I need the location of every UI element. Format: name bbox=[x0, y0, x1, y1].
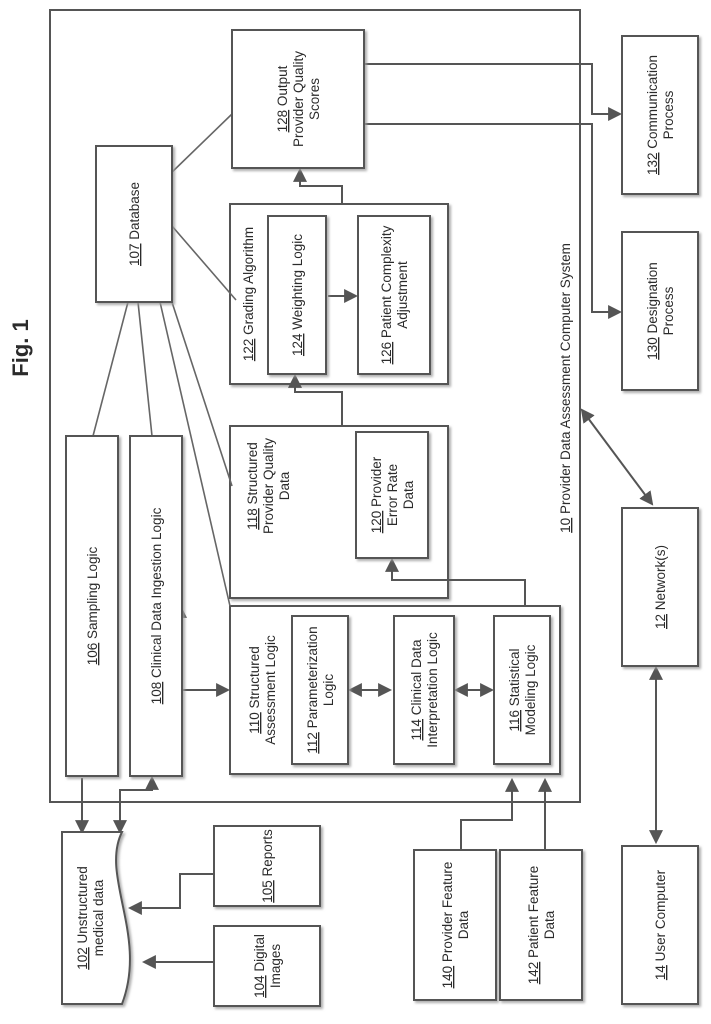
connector-db-output bbox=[168, 114, 232, 176]
svg-text:116 StatisticalModeling Logic: 116 StatisticalModeling Logic bbox=[507, 644, 538, 735]
svg-text:107 Database: 107 Database bbox=[127, 182, 142, 266]
structured-assess-label: 110 StructuredAssessment Logic bbox=[247, 635, 278, 745]
communication-process-box bbox=[622, 36, 698, 194]
reports-label: 105 Reports bbox=[260, 829, 275, 903]
interpretation-label: 114 Clinical DataInterpretation Logic bbox=[409, 632, 440, 748]
database-label: 107 Database bbox=[127, 182, 142, 266]
svg-text:106 Sampling Logic: 106 Sampling Logic bbox=[85, 546, 100, 665]
arrow-provider-feature-statistical bbox=[461, 780, 512, 850]
weighting-label: 124 Weighting Logic bbox=[290, 234, 305, 356]
statistical-modeling-box bbox=[494, 616, 550, 764]
parameterization-logic-box bbox=[292, 616, 348, 764]
svg-text:10 Provider Data: 10 Provider Data Assessment Computer Sys… bbox=[558, 243, 573, 533]
statistical-label: 116 StatisticalModeling Logic bbox=[507, 644, 538, 735]
interpretation-logic-box bbox=[394, 616, 454, 764]
patient-feature-box bbox=[500, 850, 582, 1000]
connector-db-sampling bbox=[93, 302, 128, 436]
sampling-label: 106 Sampling Logic bbox=[85, 546, 100, 665]
svg-text:14 User Computer: 14 User Computer bbox=[653, 869, 668, 980]
user-computer-label: 14 User Computer bbox=[653, 869, 668, 980]
svg-text:108 Clinical Data Ingestion Lo: 108 Clinical Data Ingestion Logic bbox=[149, 507, 164, 704]
svg-text:102 Unstructuredmedical data: 102 Unstructuredmedical data bbox=[75, 866, 106, 970]
svg-text:12 Network(s): 12 Network(s) bbox=[653, 545, 668, 629]
arrow-grading-output bbox=[300, 170, 342, 204]
svg-text:114 Clinical DataInterpretatio: 114 Clinical DataInterpretation Logic bbox=[409, 632, 440, 748]
arrow-system-network bbox=[582, 410, 652, 504]
svg-text:105 Reports: 105 Reports bbox=[260, 829, 275, 903]
svg-text:124 Weighting Logic: 124 Weighting Logic bbox=[290, 234, 305, 356]
svg-text:122 Grading Algorithm: 122 Grading Algorithm bbox=[241, 227, 256, 361]
ingestion-label: 108 Clinical Data Ingestion Logic bbox=[149, 507, 164, 704]
grading-label: 122 Grading Algorithm bbox=[241, 227, 256, 361]
designation-process-box bbox=[622, 232, 698, 390]
arrow-reports-unstructured bbox=[130, 874, 214, 908]
system-label: 10 Provider Data Assessment Computer Sys… bbox=[558, 243, 573, 533]
connector-db-ingestion bbox=[138, 302, 152, 436]
network-label: 12 Network(s) bbox=[653, 545, 668, 629]
unstructured-label: 102 Unstructuredmedical data bbox=[75, 866, 106, 970]
arrow-ingestion-unstructured bbox=[120, 778, 152, 832]
provider-feature-box bbox=[414, 850, 496, 1000]
figure-title: Fig. 1 bbox=[8, 319, 33, 376]
arrow-output-communication bbox=[364, 64, 620, 114]
arrow-ingestion-structured-assess bbox=[180, 606, 228, 690]
complexity-adjustment-box bbox=[358, 216, 430, 374]
svg-text:110 StructuredAssessment Logic: 110 StructuredAssessment Logic bbox=[247, 635, 278, 745]
connector-db-grading bbox=[172, 226, 236, 300]
digital-images-box bbox=[214, 926, 320, 1006]
